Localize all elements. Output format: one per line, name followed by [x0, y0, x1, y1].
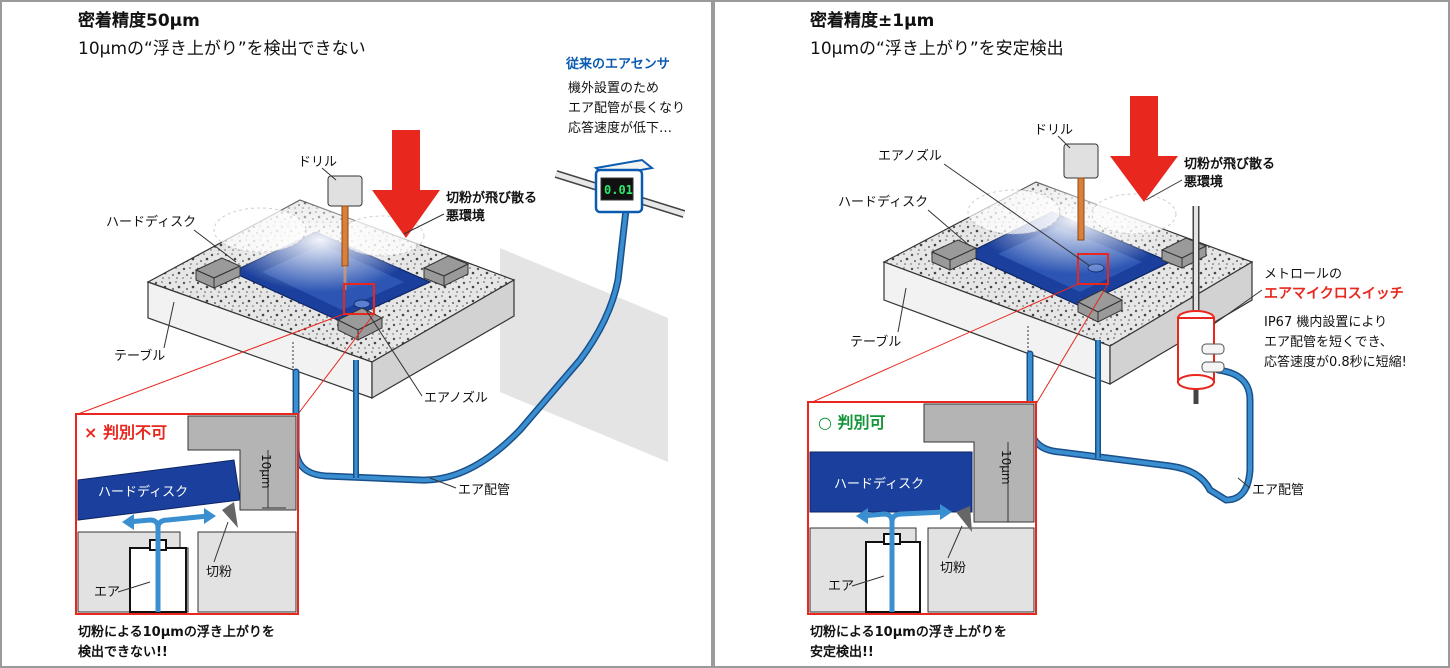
right-inset-chip: 切粉 [940, 561, 966, 576]
right-switch-desc-3: 応答速度が0.8秒に短縮! [1264, 354, 1407, 370]
left-sensor-title: 従来のエアセンサ [565, 56, 670, 72]
right-caption-1: 切粉による10µmの浮き上がりを [810, 624, 1007, 640]
left-drill-label: ドリル [298, 155, 337, 170]
left-target-square [343, 283, 375, 315]
right-chips-label-2: 悪環境 [1184, 174, 1223, 190]
right-drill-body [1063, 143, 1099, 179]
right-harddisk-label: ハードディスク [838, 194, 928, 210]
left-clamps [194, 255, 470, 341]
left-inset-chip: 切粉 [206, 565, 232, 580]
left-pipe-label: エア配管 [458, 483, 510, 498]
right-pipe-label: エア配管 [1252, 483, 1304, 498]
right-chips-label-1: 切粉が飛び散る [1184, 156, 1275, 172]
left-drill-bit [341, 205, 349, 267]
left-verdict: × 判別不可 [84, 423, 167, 442]
right-target-square [1077, 253, 1109, 285]
left-title: 密着精度50µm [78, 10, 200, 31]
right-title: 密着精度±1µm [810, 10, 934, 31]
right-drill-bit [1077, 177, 1085, 241]
left-subtitle: 10µmの“浮き上がり”を検出できない [78, 39, 366, 59]
right-switch-name: エアマイクロスイッチ [1264, 286, 1404, 302]
left-nozzle-label: エアノズル [424, 390, 488, 406]
right-subtitle: 10µmの“浮き上がり”を安定検出 [810, 39, 1064, 59]
right-table-label: テーブル [850, 334, 901, 350]
left-chips-label-1: 切粉が飛び散る [446, 190, 537, 206]
left-inset: × 判別不可 ハードディスク 10µm エア 切粉 [75, 413, 299, 615]
left-sensor-desc-3: 応答速度が低下… [568, 120, 672, 136]
left-drill-body [327, 175, 363, 207]
right-inset-disk-label: ハードディスク [834, 476, 924, 492]
right-red-arrow [1110, 96, 1178, 202]
left-table-label: テーブル [114, 348, 165, 364]
left-chips-label-2: 悪環境 [446, 208, 485, 224]
left-table-nozzle [353, 299, 371, 309]
right-switch-maker: メトロールの [1264, 267, 1342, 282]
right-inset-air: エア [828, 579, 854, 594]
sensor-display-value: 0.01 [604, 183, 633, 197]
left-red-arrow [372, 130, 440, 238]
left-air-sensor: 0.01 [593, 158, 655, 214]
right-air-micro-switch [1177, 310, 1225, 390]
left-table-side [371, 278, 515, 400]
left-caption-2: 検出できない!! [78, 644, 168, 660]
right-drill-label: ドリル [1034, 123, 1073, 138]
right-verdict: ○ 判別可 [818, 413, 886, 432]
left-panel: 密着精度50µm 10µmの“浮き上がり”を検出できない [75, 10, 686, 660]
right-switch-desc-1: IP67 機内設置により [1264, 314, 1387, 330]
left-harddisk-label: ハードディスク [106, 214, 196, 230]
left-inset-gap: 10µm [259, 454, 273, 489]
left-sensor-desc-1: 機外設置のため [568, 80, 659, 96]
left-inset-disk-label: ハードディスク [98, 484, 188, 500]
left-caption-1: 切粉による10µmの浮き上がりを [78, 624, 275, 640]
left-sensor-desc-2: エア配管が長くなり [568, 101, 685, 116]
right-inset: ○ 判別可 ハードディスク 10µm エア 切粉 [807, 401, 1037, 615]
right-panel: 密着精度±1µm 10µmの“浮き上がり”を安定検出 [807, 10, 1407, 660]
right-caption-2: 安定検出!! [810, 644, 874, 660]
right-inset-gap: 10µm [999, 450, 1013, 485]
left-inset-air: エア [94, 585, 120, 600]
right-switch-desc-2: エア配管を短くでき、 [1264, 335, 1393, 350]
right-nozzle-label: エアノズル [878, 148, 942, 164]
